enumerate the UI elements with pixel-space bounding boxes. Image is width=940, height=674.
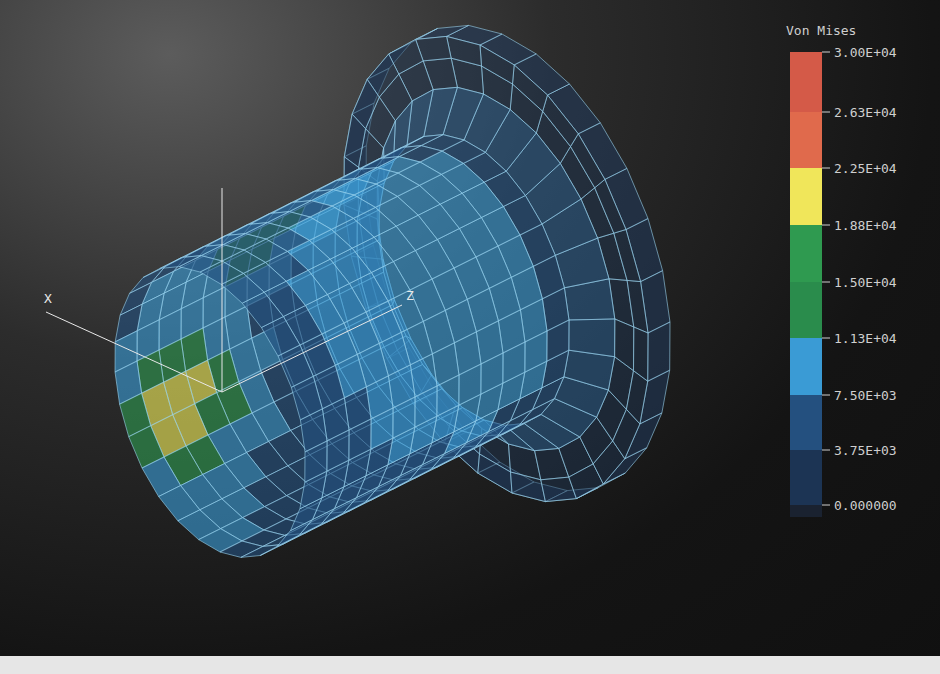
z-axis — [222, 305, 402, 392]
mesh-face — [525, 331, 547, 372]
legend-swatch — [790, 282, 822, 338]
mesh-face — [648, 322, 670, 381]
legend-value: 1.88E+04 — [834, 219, 897, 232]
mesh-face — [447, 36, 482, 66]
legend-value: 3.75E+03 — [834, 444, 897, 457]
legend-swatch — [790, 52, 822, 112]
legend-value: 0.000000 — [834, 499, 897, 512]
x-axis — [46, 312, 222, 392]
mesh-face — [160, 256, 201, 269]
legend-swatch — [790, 450, 822, 505]
legend-tick — [822, 450, 830, 451]
legend-tick — [822, 338, 830, 339]
mesh-face — [327, 430, 349, 471]
legend-value: 2.63E+04 — [834, 106, 897, 119]
y-axis — [222, 188, 223, 392]
mesh-face — [480, 45, 514, 84]
mesh-face — [393, 397, 415, 438]
legend-tick — [822, 282, 830, 283]
axis-label: X — [44, 292, 52, 305]
mesh-face — [478, 454, 512, 493]
photo-border — [0, 656, 940, 674]
legend-value: 7.50E+03 — [834, 389, 897, 402]
mesh-face — [511, 472, 546, 502]
legend-swatch — [790, 395, 822, 450]
mesh-face — [241, 545, 282, 558]
mesh-face — [513, 65, 548, 111]
legend-value: 1.50E+04 — [834, 276, 897, 289]
mesh-face — [503, 342, 525, 383]
legend-tick — [822, 505, 830, 506]
mesh-face — [415, 386, 437, 427]
mesh-face — [571, 134, 605, 188]
axis-triad — [46, 188, 402, 392]
mesh-group — [115, 25, 670, 557]
legend-value: 1.13E+04 — [834, 332, 897, 345]
legend-swatch — [790, 112, 822, 168]
legend-ticks — [822, 52, 830, 505]
legend-swatch — [790, 168, 822, 225]
mesh-face — [371, 408, 393, 449]
mesh-face — [595, 179, 626, 233]
mesh-face — [615, 319, 634, 371]
mesh-face — [459, 364, 481, 405]
legend-tick — [822, 112, 830, 113]
mesh-face — [543, 95, 579, 147]
mesh-face — [569, 319, 615, 357]
axis-label: Z — [406, 289, 414, 302]
legend-swatch — [790, 505, 822, 517]
mesh-face — [634, 327, 649, 381]
mesh-face — [437, 375, 459, 416]
mesh-face — [547, 320, 569, 361]
legend-swatch — [790, 225, 822, 282]
legend-title: Von Mises — [786, 24, 856, 37]
legend-tick — [822, 52, 830, 53]
mesh-face — [305, 441, 327, 482]
legend-value: 3.00E+04 — [834, 46, 897, 59]
mesh-face — [564, 350, 615, 390]
mesh-face — [627, 280, 648, 333]
mesh-face — [481, 353, 503, 394]
legend-swatch — [790, 338, 822, 395]
legend-tick — [822, 168, 830, 169]
mesh-face — [349, 419, 371, 460]
mesh-face — [614, 230, 641, 282]
legend-value: 2.25E+04 — [834, 162, 897, 175]
legend-tick — [822, 225, 830, 226]
legend-tick — [822, 395, 830, 396]
